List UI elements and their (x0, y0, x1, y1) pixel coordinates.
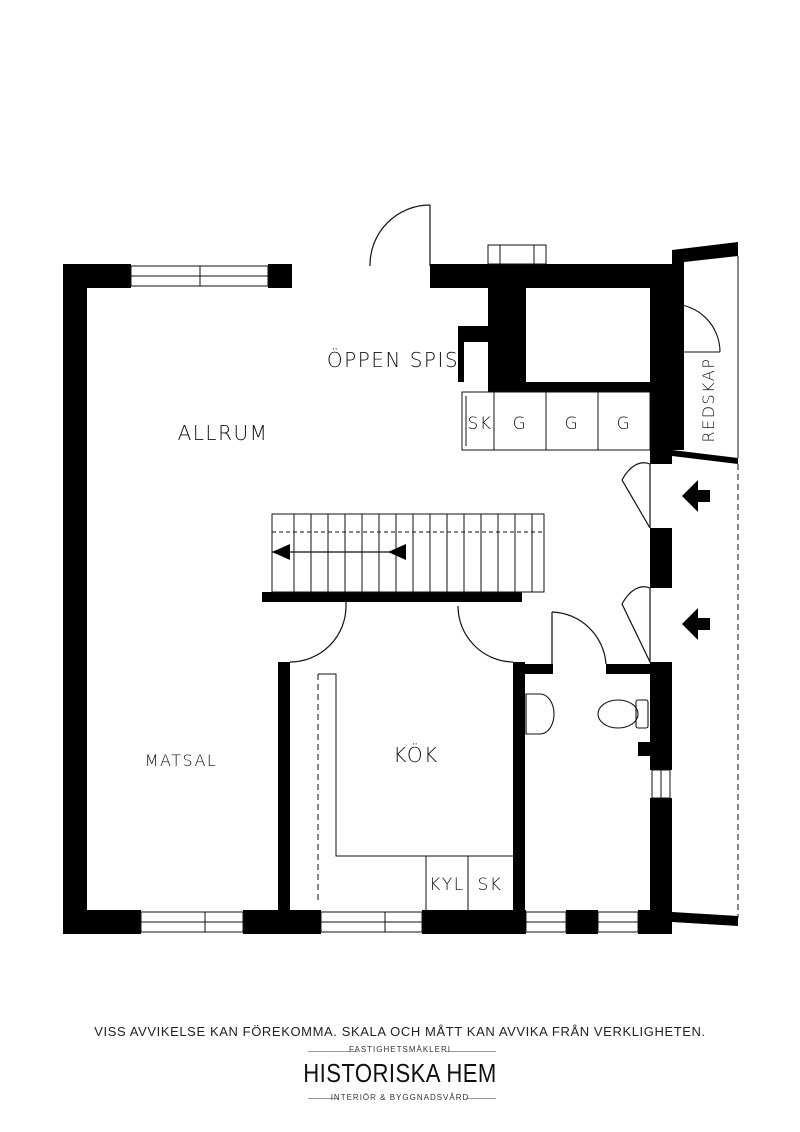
brand-rule-left (308, 1051, 358, 1052)
disclaimer-text: VISS AVVIKELSE KAN FÖREKOMMA. SKALA OCH … (94, 1024, 706, 1039)
sink-icon (525, 693, 555, 735)
kitchen-counter (317, 673, 513, 910)
room-label-kok: KÖK (393, 743, 438, 767)
interior-walls (262, 288, 650, 912)
closet-label-2: G (513, 414, 528, 434)
room-label-matsal: MATSAL (145, 751, 218, 770)
staircase (271, 513, 545, 593)
front-door (369, 204, 431, 267)
closet-label-3: G (565, 414, 580, 434)
closet-label-4: G (617, 414, 632, 434)
room-label-allrum: ALLRUM (178, 421, 269, 445)
toilet-icon (597, 699, 649, 729)
brand-logo-name: HISTORISKA HEM (303, 1058, 497, 1088)
brand-tagline-top: FASTIGHETSMÄKLERI (349, 1045, 451, 1054)
entrance-doors (621, 462, 651, 663)
brand-rule-right-bottom (466, 1098, 496, 1099)
brand-rule-left-bottom (308, 1098, 338, 1099)
redskap-label: REDSKAP (699, 357, 718, 442)
cabinet-label: SK (478, 875, 503, 895)
stair-arrow-icon (272, 544, 406, 560)
arrow-left-icon (682, 480, 710, 640)
room-label-oppen-spis: ÖPPEN SPIS (327, 348, 459, 372)
closet-label-1: SK (468, 414, 493, 434)
fridge-label: KYL (429, 875, 465, 895)
redskap-shed (672, 242, 739, 926)
vent (487, 244, 547, 265)
kitchen-doors (289, 602, 607, 665)
outer-walls (63, 264, 672, 934)
windows (130, 265, 671, 933)
closet-row (461, 391, 651, 451)
floor-plan: SK G G G REDSKAP (63, 204, 739, 934)
brand-tagline-bottom: INTERIÖR & BYGGNADSVÅRD (330, 1093, 470, 1102)
brand-rule-right (446, 1051, 496, 1052)
